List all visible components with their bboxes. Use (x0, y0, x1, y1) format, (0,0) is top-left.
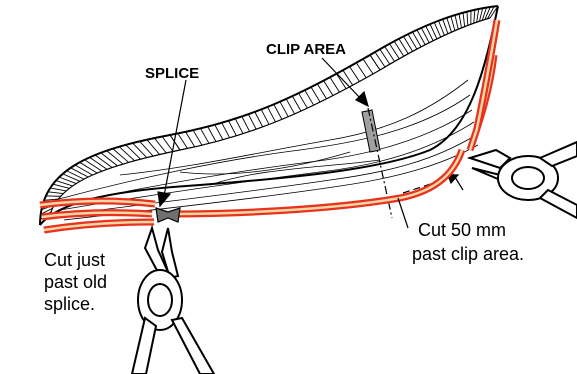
wire-cutter-icon (470, 142, 577, 218)
wrap-hatch-line (292, 96, 301, 111)
wrap-hatch-line (467, 12, 468, 26)
wrap-hatch-line (186, 132, 195, 147)
wrap-hatch-line (350, 67, 360, 82)
wire-harness-bundle (40, 6, 498, 225)
clip-area-label: CLIP AREA (266, 41, 346, 58)
wrap-hatch-line (443, 19, 448, 34)
wrap-hatch-line (75, 165, 93, 175)
wrap-hatch-line (85, 160, 102, 171)
wrap-hatch-line (299, 93, 308, 108)
wrap-hatch-line (133, 143, 147, 158)
wrap-hatch-line (80, 162, 97, 173)
wrap-hatch-line (208, 127, 216, 142)
wrap-hatch-line (229, 121, 237, 136)
wrap-hatch-line (311, 87, 320, 102)
wrap-hatch-line (474, 10, 475, 23)
splice-label: SPLICE (145, 65, 199, 82)
cut-old-splice-label: Cut just past old splice. (44, 250, 112, 314)
wrap-hatch-line (178, 133, 188, 148)
wrap-hatch-line (343, 70, 353, 85)
wrap-hatch-line (330, 77, 340, 92)
wrap-hatch-line (463, 13, 465, 27)
wrap-hatch-line (455, 15, 458, 29)
wrap-hatch-line (215, 125, 223, 140)
wrap-hatch-line (477, 9, 479, 22)
wrap-hatch-line (235, 119, 243, 134)
wrap-hatch-line (107, 151, 123, 164)
wrap-hatch-line (67, 171, 84, 179)
cut-50mm-line-1: Cut 50 mm (418, 220, 506, 240)
wrap-hatch-line (305, 90, 314, 105)
wrap-hatch-line (267, 107, 275, 122)
wrap-hatch-line (101, 153, 118, 166)
wrap-hatch-line (63, 174, 80, 181)
wrap-hatch-line (356, 63, 366, 78)
wrap-hatch-line (90, 157, 107, 169)
wrap-hatch-line (48, 192, 63, 194)
wrap-hatch-line (363, 59, 373, 74)
cut-old-splice-line-1: Cut just (44, 250, 105, 270)
wrap-hatch-line (317, 84, 326, 99)
cut-old-splice-line-2: past old (44, 272, 107, 292)
wrap-hatch-line (482, 8, 486, 21)
wrap-hatch-line (53, 184, 69, 188)
wrap-hatch-line (193, 130, 202, 145)
wrap-hatch-line (261, 109, 269, 124)
wrap-hatch-line (255, 112, 263, 127)
wrap-hatch-line (459, 14, 461, 28)
wrap-hatch-line (201, 128, 209, 143)
wrap-hatch-line (274, 104, 282, 119)
wrap-hatch-line (140, 141, 153, 156)
wrap-hatch-line (95, 155, 112, 167)
wrap-hatch-line (126, 145, 141, 159)
wire-cutter-icon (132, 228, 214, 374)
wrap-hatch-line (113, 149, 129, 163)
wrap-hatch-line (280, 102, 288, 117)
cut-50mm-label: Cut 50 mm past clip area. (412, 220, 524, 264)
wrap-hatch-line (447, 18, 452, 32)
cut-50mm-line-2: past clip area. (412, 244, 524, 264)
wrap-hatch-line (286, 99, 294, 114)
cut-old-splice-line-3: splice. (44, 294, 95, 314)
wrap-hatch-line (324, 81, 333, 96)
old-splice-wires (40, 201, 155, 230)
wrap-hatch-line (248, 114, 256, 129)
wrap-hatch-line (242, 116, 250, 131)
wrap-hatch-line (119, 147, 134, 161)
splice-connector-icon (156, 208, 180, 222)
wrap-hatch-line (222, 123, 230, 138)
wrap-hatch-line (50, 188, 66, 191)
wrap-hatch-line (451, 16, 455, 30)
clip-area-band (362, 110, 380, 152)
wrap-hatch-line (71, 168, 88, 177)
